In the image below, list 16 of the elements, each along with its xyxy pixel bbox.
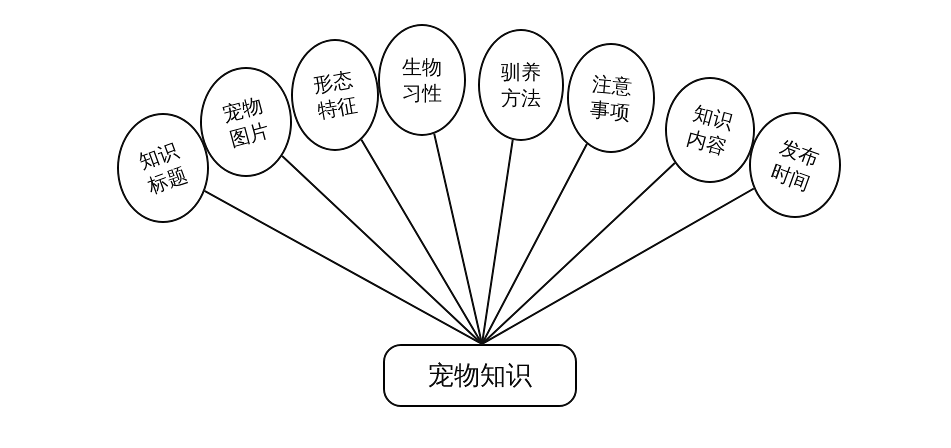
connector-line xyxy=(481,140,514,344)
connector-line xyxy=(482,188,754,345)
attribute-ellipse: 知识内容 xyxy=(665,77,755,183)
attribute-ellipse: 生物习性 xyxy=(378,24,466,136)
connector-line xyxy=(481,144,588,344)
attribute-ellipse: 知识标题 xyxy=(117,113,209,223)
attribute-ellipse: 驯养方法 xyxy=(478,29,564,141)
connector-line xyxy=(204,190,482,345)
entity-box: 宠物知识 xyxy=(383,344,577,406)
connector-line xyxy=(360,139,483,344)
attribute-ellipse: 宠物图片 xyxy=(200,67,292,177)
attribute-ellipse: 发布时间 xyxy=(749,112,841,218)
connector-line xyxy=(481,162,676,345)
attribute-ellipse: 注意事项 xyxy=(567,43,655,153)
connector-line xyxy=(433,134,483,344)
attribute-ellipse: 形态特征 xyxy=(291,39,379,151)
